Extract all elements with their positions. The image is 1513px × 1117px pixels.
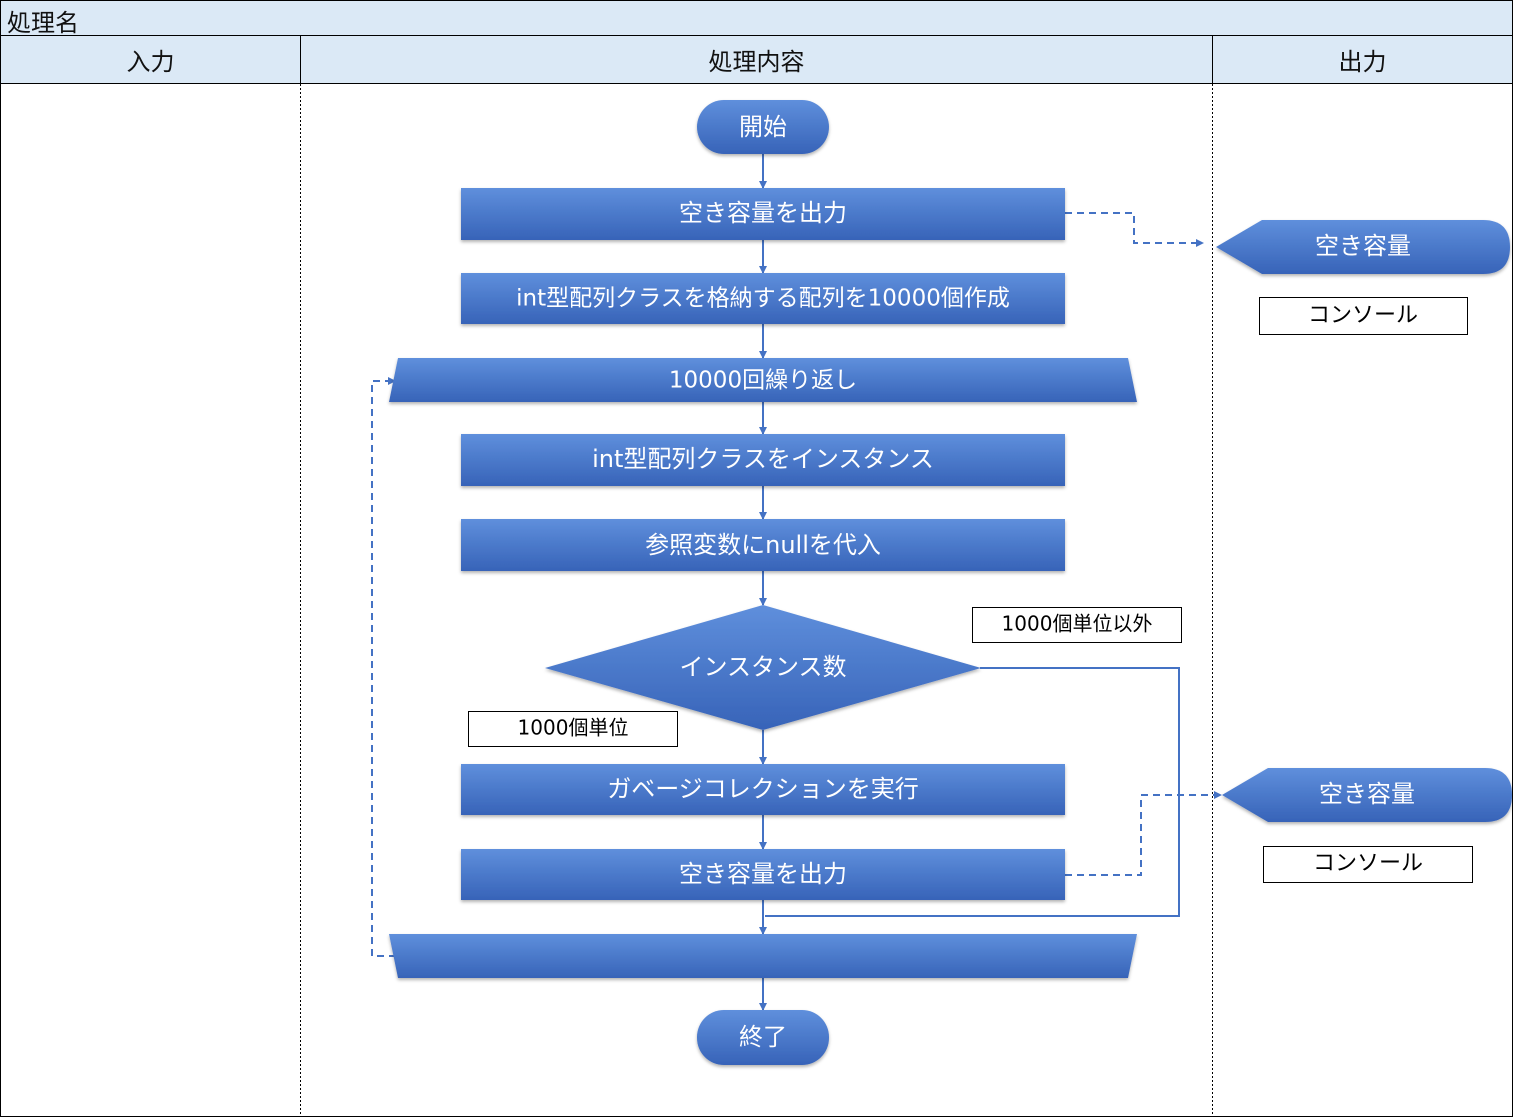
- process-box: [461, 434, 1065, 486]
- process-label: ガベージコレクションを実行: [607, 775, 919, 803]
- branch-label-yes: 1000個単位: [518, 716, 629, 740]
- decision-diamond: [545, 605, 981, 730]
- loop-back-connector: [371, 377, 396, 957]
- output-connector: [1065, 212, 1204, 247]
- process-label: 空き容量を出力: [679, 199, 847, 227]
- display-label: 空き容量: [1319, 780, 1415, 808]
- process-box: [461, 188, 1065, 240]
- branch-label-box: [468, 711, 678, 747]
- loop-start: [389, 358, 1137, 402]
- branch-label-no: 1000個単位以外: [1002, 612, 1153, 636]
- process-label: int型配列クラスを格納する配列を10000個作成: [516, 286, 1010, 312]
- display-shape: [1216, 220, 1510, 274]
- decision-no-connector: [765, 667, 1180, 917]
- branch-label-box: [972, 607, 1182, 643]
- device-label: コンソール: [1313, 851, 1423, 876]
- process-label: 空き容量を出力: [679, 860, 847, 888]
- display-label: 空き容量: [1315, 232, 1411, 260]
- process-box: [461, 273, 1065, 324]
- process-box: [461, 764, 1065, 815]
- start-label: 開始: [739, 113, 787, 141]
- process-label: int型配列クラスをインスタンス: [592, 445, 934, 473]
- start-terminal: [697, 100, 829, 154]
- process-box: [461, 849, 1065, 900]
- process-name-label: 処理名: [7, 9, 79, 37]
- process-box: [461, 519, 1065, 571]
- output-column-header: 出力: [1213, 36, 1512, 84]
- device-box: [1263, 846, 1473, 883]
- display-shape: [1222, 768, 1512, 822]
- device-label: コンソール: [1308, 303, 1418, 328]
- end-terminal: [697, 1010, 829, 1065]
- output-connector: [1065, 791, 1222, 876]
- loop-start-label: 10000回繰り返し: [669, 368, 857, 394]
- input-column-header: 入力: [1, 36, 300, 84]
- end-label: 終了: [739, 1023, 787, 1051]
- process-label: 参照変数にnullを代入: [645, 531, 881, 559]
- device-box: [1259, 297, 1468, 335]
- loop-end: [389, 934, 1137, 978]
- process-name-header: 処理名: [1, 1, 1512, 37]
- process-column-header: 処理内容: [300, 36, 1213, 84]
- decision-label: インスタンス数: [679, 653, 846, 681]
